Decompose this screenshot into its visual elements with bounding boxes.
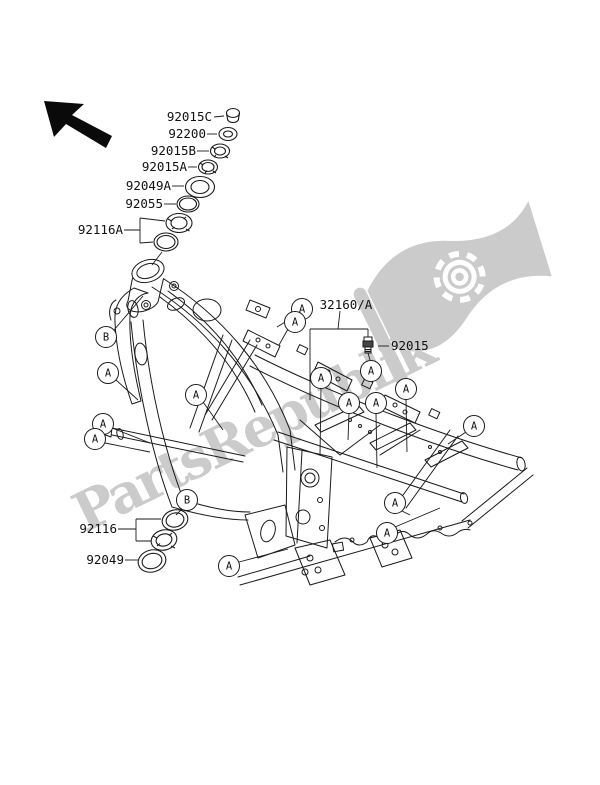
label-92200: 92200 [168, 126, 206, 141]
svg-text:A: A [373, 398, 380, 410]
direction-arrow-icon [44, 101, 112, 148]
svg-text:A: A [226, 561, 233, 573]
part-bolt-92015 [362, 336, 374, 354]
label-92116a: 92116A [78, 222, 124, 237]
callout-a-1: A [97, 362, 139, 401]
callout-a-3: A [84, 428, 151, 453]
callout-a-15: A [218, 548, 289, 577]
callout-a-11: A [360, 360, 382, 382]
svg-text:A: A [384, 528, 391, 540]
part-bearing-92116a-upper [165, 212, 193, 234]
svg-text:A: A [105, 368, 112, 380]
svg-text:A: A [403, 384, 410, 396]
label-92015a: 92015A [142, 159, 188, 174]
gear-icon [433, 250, 486, 303]
part-race-92116a-lower [153, 232, 179, 252]
label-92015b: 92015B [151, 143, 196, 158]
callout-a-14: A [376, 507, 441, 544]
part-castle-nut-92015a [197, 159, 219, 175]
part-race-92116-upper [161, 509, 189, 531]
lower-bearing-glyphs [137, 509, 189, 573]
svg-text:A: A [471, 421, 478, 433]
flag-icon [353, 201, 552, 386]
svg-text:B: B [184, 495, 190, 507]
callout-markers: B A A A A A A [84, 295, 485, 577]
svg-text:A: A [368, 366, 375, 378]
svg-text:A: A [346, 398, 353, 410]
svg-text:A: A [100, 419, 107, 431]
callout-b-2: B [175, 489, 198, 516]
part-bearing-92116-lower [150, 529, 178, 551]
part-washer-92200 [218, 126, 238, 142]
callout-a-10: A [395, 378, 417, 453]
part-oring-92055 [176, 195, 200, 213]
callout-a-9: A [365, 392, 387, 469]
svg-text:A: A [292, 317, 299, 329]
callout-a-7: A [310, 367, 332, 456]
svg-text:A: A [299, 304, 306, 316]
svg-text:A: A [92, 434, 99, 446]
frame-drawing [102, 258, 534, 586]
label-92116: 92116 [79, 521, 117, 536]
label-92049: 92049 [86, 552, 124, 567]
label-92049a: 92049A [126, 178, 172, 193]
leader-line [151, 251, 163, 266]
part-cap-nut-92015c [225, 107, 241, 123]
callout-a-12: A [447, 415, 485, 445]
svg-text:A: A [392, 498, 399, 510]
svg-text:B: B [103, 332, 109, 344]
callout-b-1: B [95, 295, 144, 348]
callout-a-4: A [185, 384, 224, 431]
svg-text:A: A [193, 390, 200, 402]
stem-parts-glyphs [151, 107, 241, 266]
label-92015c: 92015C [167, 109, 212, 124]
label-92055: 92055 [125, 196, 163, 211]
label-32160a: 32160/A [320, 297, 373, 312]
part-ring-nut-92015b [209, 143, 231, 159]
callout-a-6: A [278, 311, 306, 346]
part-labels: 92015C 92200 92015B 92015A 92049A 92055 … [78, 109, 429, 567]
callout-a-13: A [384, 492, 411, 516]
leader-lines [118, 115, 389, 561]
svg-text:A: A [318, 373, 325, 385]
label-92015: 92015 [391, 338, 429, 353]
part-race-92049 [137, 549, 167, 573]
part-bearing-race-92049a [184, 175, 216, 199]
callout-a-8: A [338, 392, 360, 441]
